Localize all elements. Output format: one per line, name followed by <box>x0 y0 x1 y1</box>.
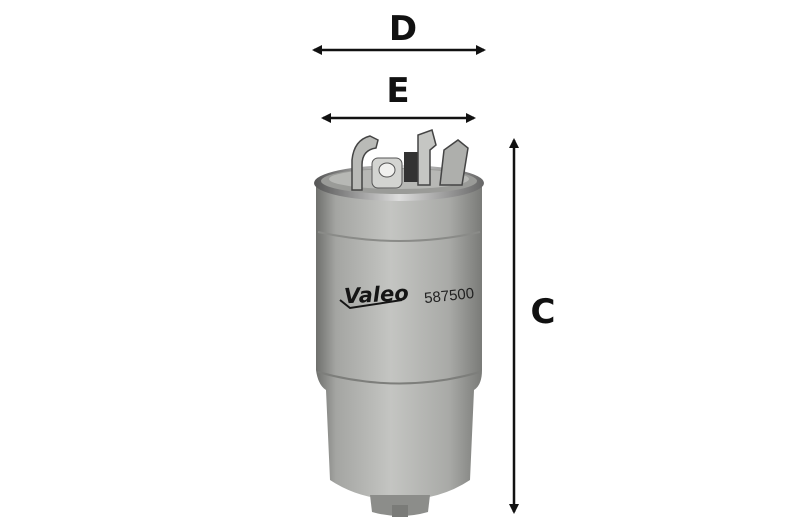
dimension-c-label: C <box>531 292 556 332</box>
dimension-d-label: D <box>389 9 417 49</box>
dimension-e-label: E <box>386 71 409 111</box>
part-number: 587500 <box>423 285 475 307</box>
fuel-filter-image: Valeo 587500 <box>314 129 484 517</box>
